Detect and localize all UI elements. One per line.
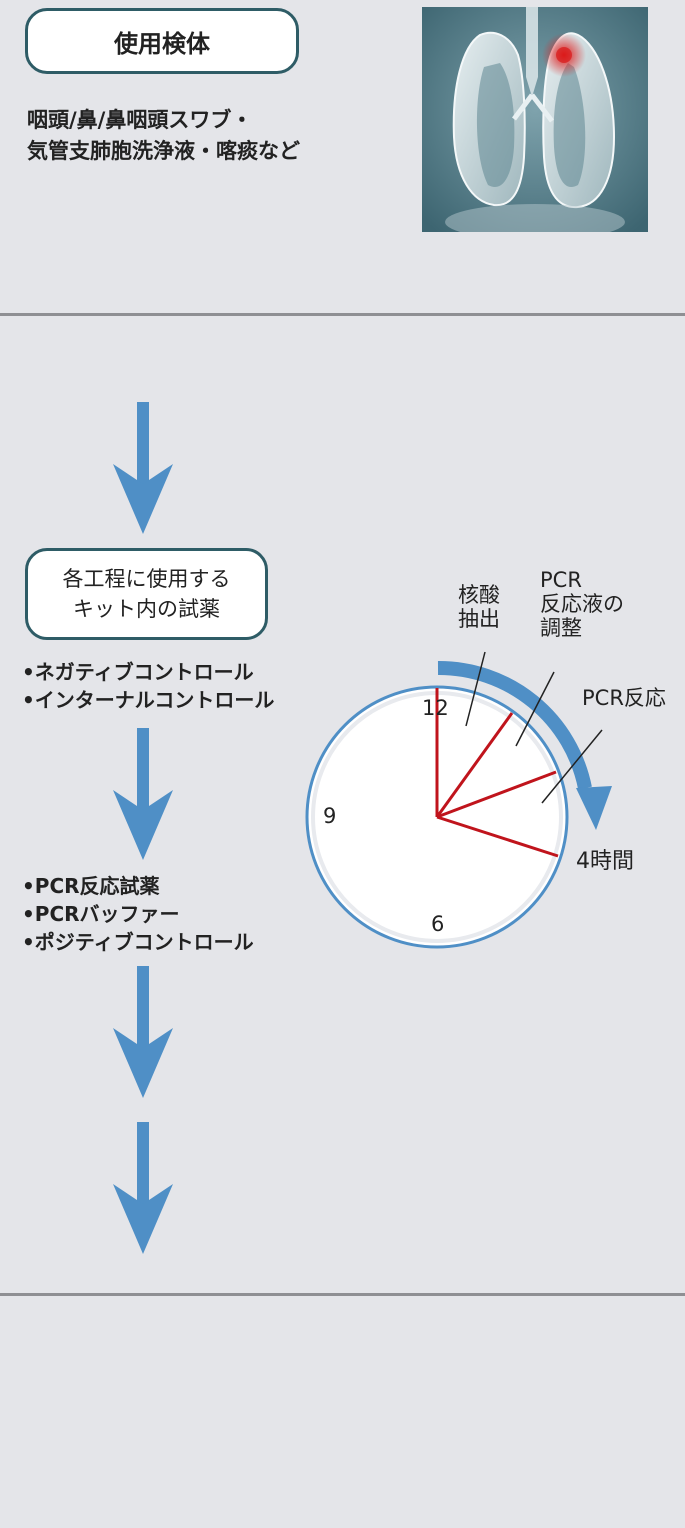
label-line: 核酸 xyxy=(458,583,500,607)
clock-numeral-9: 9 xyxy=(323,804,337,828)
section-divider-1 xyxy=(0,313,685,316)
down-arrow-icon xyxy=(108,966,178,1102)
label-total-time: 4時間 xyxy=(576,849,634,874)
specimen-badge-label: 使用検体 xyxy=(114,29,210,58)
reagent-item: •PCRバッファー xyxy=(22,902,180,926)
reagents-badge-line-1: 各工程に使用する xyxy=(62,567,231,591)
clock-hand-prep xyxy=(436,770,557,819)
clock-diagram: 12 9 6 xyxy=(290,640,685,970)
reagents-badge-line-2: キット内の試薬 xyxy=(73,597,220,621)
elapsed-arrowhead-icon xyxy=(576,786,612,830)
down-arrow-icon xyxy=(108,728,178,864)
reagent-item: •ポジティブコントロール xyxy=(22,930,254,954)
specimen-line-1: 咽頭/鼻/鼻咽頭スワブ・ xyxy=(27,108,253,132)
label-line: 抽出 xyxy=(458,607,500,631)
label-line: PCR xyxy=(540,568,582,592)
label-pcr-prep: PCR 反応液の 調整 xyxy=(540,568,624,640)
label-line: 反応液の xyxy=(540,592,624,616)
reagent-item: •PCR反応試薬 xyxy=(22,874,160,898)
lungs-image xyxy=(422,7,648,240)
reagent-item: •ネガティブコントロール xyxy=(22,660,254,684)
leader-line xyxy=(465,651,486,727)
reagent-group-1: •ネガティブコントロール •インターナルコントロール xyxy=(22,658,274,714)
down-arrow-icon xyxy=(108,1122,178,1258)
label-line: 調整 xyxy=(540,616,582,640)
leader-line xyxy=(541,729,603,804)
clock-numeral-6: 6 xyxy=(431,912,445,936)
specimen-list: 咽頭/鼻/鼻咽頭スワブ・ 気管支肺胞洗浄液・喀痰など xyxy=(27,105,300,167)
section-divider-2 xyxy=(0,1293,685,1296)
reagent-group-2: •PCR反応試薬 •PCRバッファー •ポジティブコントロール xyxy=(22,872,254,956)
specimen-badge: 使用検体 xyxy=(25,8,299,74)
reagent-item: •インターナルコントロール xyxy=(22,688,275,712)
clock-hand-extraction xyxy=(435,712,514,818)
specimen-line-2: 気管支肺胞洗浄液・喀痰など xyxy=(27,139,300,163)
clock-numeral-12: 12 xyxy=(422,696,449,720)
clock-hand-end xyxy=(436,815,559,858)
reagents-badge: 各工程に使用する キット内の試薬 xyxy=(25,548,268,640)
label-pcr-reaction: PCR反応 xyxy=(582,686,666,710)
down-arrow-icon xyxy=(108,402,178,538)
leader-line xyxy=(515,671,555,747)
label-nucleic-acid-extraction: 核酸 抽出 xyxy=(458,583,500,631)
